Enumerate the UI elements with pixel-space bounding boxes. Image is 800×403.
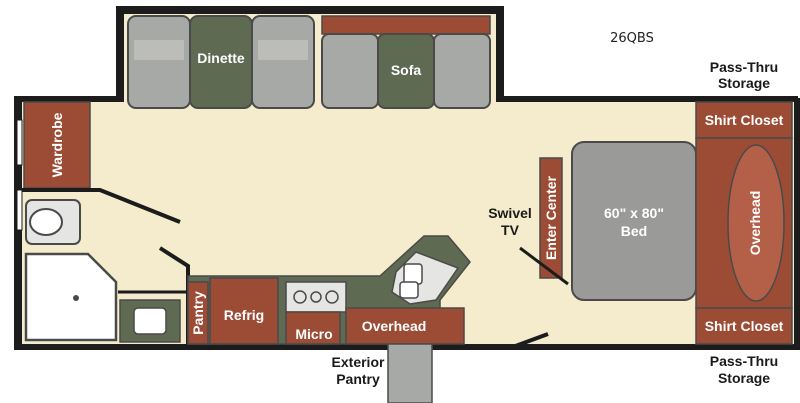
exterior-pantry-label-1: Exterior [332,354,385,370]
shirt-closet-top: Shirt Closet [695,101,793,139]
bathroom-wall [22,188,181,224]
bedroom-overhead: Overhead [695,137,793,309]
stove [285,281,347,313]
overhead-kitchen-label: Overhead [362,318,427,334]
toilet [25,199,81,245]
pass-thru-top-label-1: Pass-Thru [710,59,778,75]
exterior-pantry-label-2: Pantry [336,371,380,387]
swivel-tv-label-1: Swivel [488,205,532,221]
model-name: 26QBS [610,31,654,46]
shirt-closet-bottom-label: Shirt Closet [705,318,784,334]
refrigerator: Refrig [209,277,279,345]
bathroom-sink [119,299,181,343]
slideout-wall-right [496,6,504,102]
exterior-wall-right [794,98,800,350]
refrig-label: Refrig [224,307,264,323]
pass-thru-top-label-2: Storage [718,75,770,91]
pantry: Pantry [187,281,209,345]
pass-thru-bottom-label-2: Storage [718,370,770,386]
swivel-tv-label-2: TV [501,222,520,238]
slideout-wall-top [116,6,502,14]
pantry-label: Pantry [190,291,206,335]
bed-label: Bed [621,223,647,239]
shower [24,252,118,342]
wardrobe: Wardrobe [23,101,91,189]
enter-center-label: Enter Center [543,175,559,260]
entry-door [509,332,549,350]
shirt-closet-top-label: Shirt Closet [705,112,784,128]
wardrobe-label: Wardrobe [49,112,65,177]
kitchen-overhead: Overhead [345,307,465,345]
sofa-label: Sofa [391,62,422,78]
window-front-right [16,189,23,231]
dinette-label: Dinette [197,50,245,66]
micro-label: Micro [295,326,332,342]
dinette: Dinette [127,15,315,109]
exterior-wall-top-left [14,96,120,102]
pass-thru-bottom-label-1: Pass-Thru [710,353,778,369]
window-front-left [16,119,23,166]
kitchen-sink [391,251,460,305]
shirt-closet-bottom: Shirt Closet [695,307,793,345]
microwave: Micro [285,311,341,345]
overhead-bedroom-label: Overhead [747,191,763,256]
exterior-pantry: Exterior Pantry [332,343,433,403]
bed: 60" x 80" Bed [571,141,697,301]
slideout-wall-left [116,6,124,102]
bed-size-label: 60" x 80" [604,205,664,221]
bedroom-wall [519,246,569,286]
exterior-wall-top-right [498,96,798,102]
sofa: Sofa [321,15,491,109]
enter-center: Enter Center [539,157,563,279]
